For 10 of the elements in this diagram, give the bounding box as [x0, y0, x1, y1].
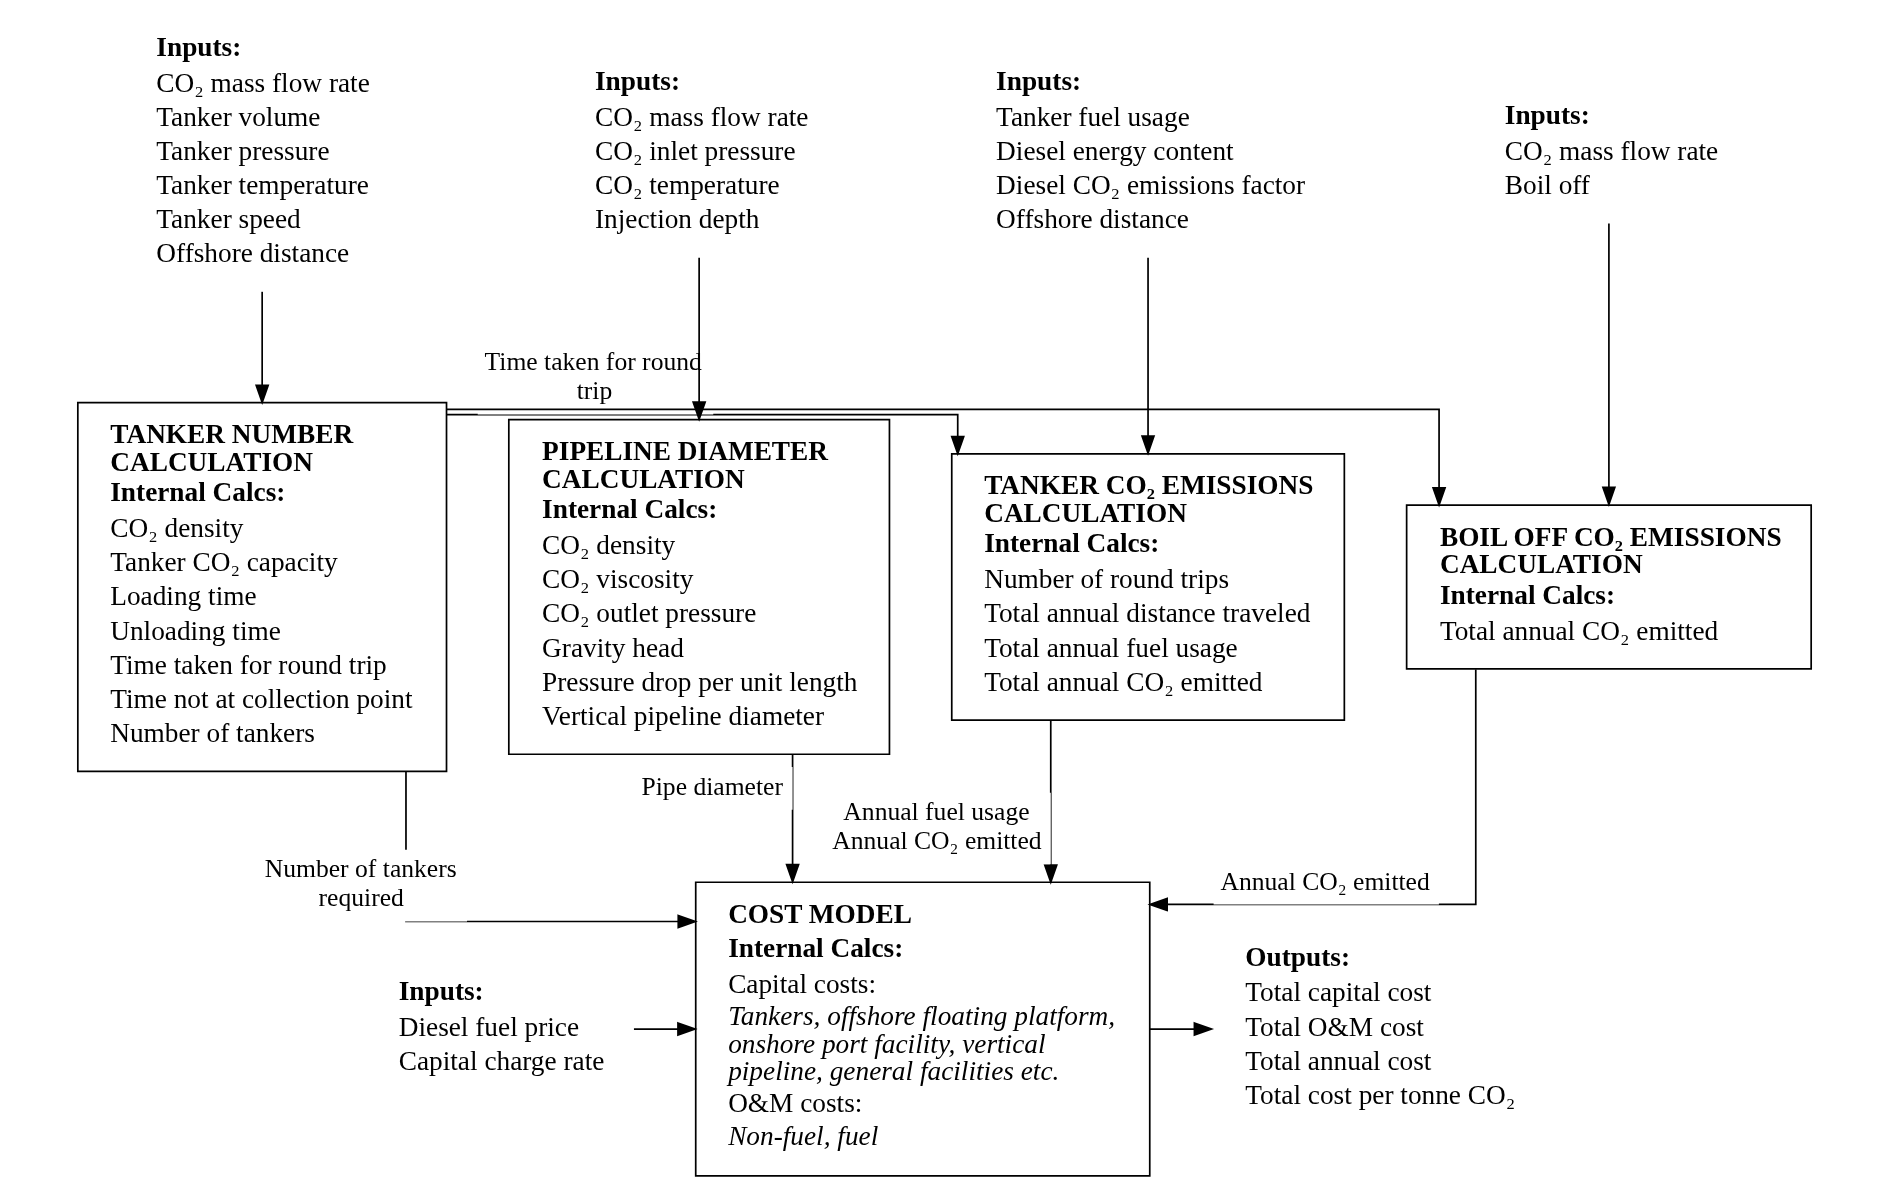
node-text: Inputs: Diesel fuel price Capital charge rate — [398, 975, 605, 1076]
edge-label: Annual CO₂ emitted — [1220, 866, 1430, 896]
node-text: Inputs: CO₂ mass flow rate CO₂ inlet pressure CO₂ temperature Injection depth — [595, 65, 809, 235]
node-text: Inputs: CO₂ mass flow rate Boil off — [1504, 100, 1719, 201]
node-text: Outputs: Total capital cost Total O&M cost Total annual cost Total cost per tonne CO₂ — [1245, 941, 1516, 1110]
node-text: Inputs: CO₂ mass flow rate Tanker volume Tanker pressure Tanker temperature Tanker speed Offshore distance — [156, 31, 370, 269]
edge-label: Pipe diameter — [641, 772, 783, 802]
edge-label: Number of tankers required — [264, 854, 457, 913]
edge-label: Annual fuel usage Annual CO₂ emitted — [832, 796, 1042, 855]
node-text: Inputs: Tanker fuel usage Diesel energy content Diesel CO₂ emissions factor Offshore distance — [996, 65, 1306, 235]
